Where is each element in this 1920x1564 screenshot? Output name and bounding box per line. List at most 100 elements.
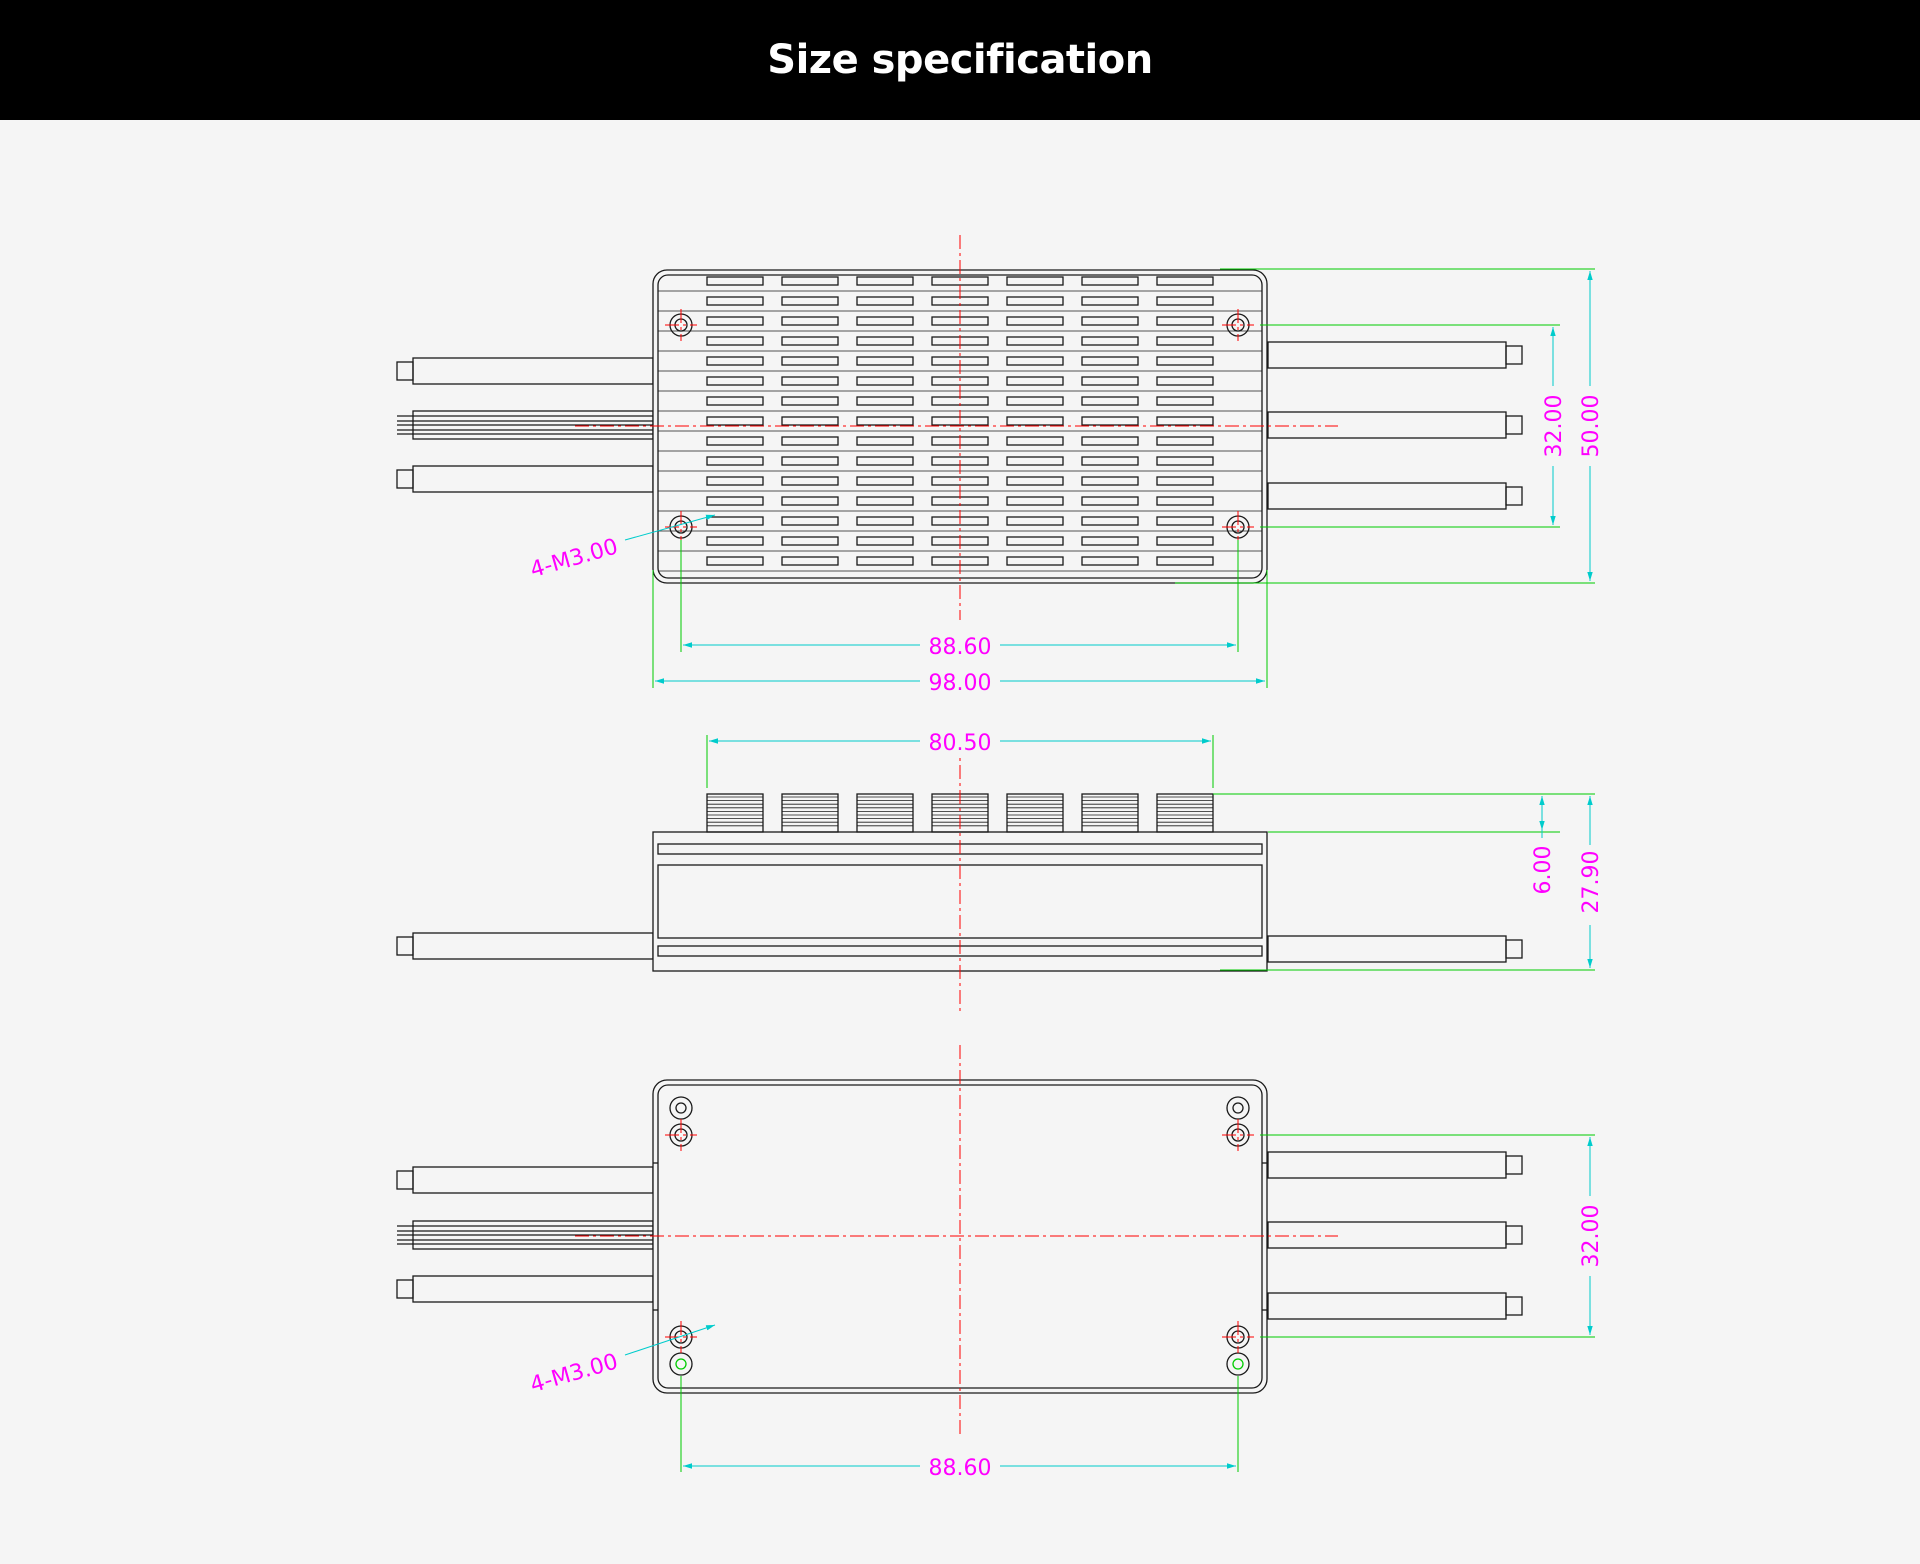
fin-slot: [1006, 316, 1064, 326]
fin-slot: [856, 336, 914, 346]
fin-slot: [781, 436, 839, 446]
top-height-holes-label: 32.00: [1542, 395, 1567, 458]
fin-slot: [1081, 416, 1139, 426]
fin-slot: [706, 316, 764, 326]
fin-slot: [1156, 356, 1214, 366]
top-height-total-label: 50.00: [1579, 395, 1604, 458]
header-bar: Size specification: [0, 0, 1920, 120]
fin-slot: [1081, 516, 1139, 526]
fin-slot: [1081, 556, 1139, 566]
fin-slot: [706, 296, 764, 306]
fin-slot: [1081, 296, 1139, 306]
top-hole-note: 4-M3.00: [528, 534, 621, 583]
fin-slot: [1081, 336, 1139, 346]
fin-slot: [856, 496, 914, 506]
top-view-centerlines: [575, 235, 1338, 620]
fin-slot: [856, 436, 914, 446]
fin-slot: [706, 356, 764, 366]
fin-slot: [706, 336, 764, 346]
fin-slot: [706, 496, 764, 506]
fin-slot: [1156, 536, 1214, 546]
top-width-total-label: 98.00: [929, 671, 992, 696]
fin-slot: [1006, 376, 1064, 386]
fin-slot: [1156, 556, 1214, 566]
fin-slot: [781, 316, 839, 326]
fin-slot: [1006, 296, 1064, 306]
fin-slot: [1006, 556, 1064, 566]
fin-slot: [1156, 276, 1214, 286]
fin-slot: [781, 416, 839, 426]
fin-slot: [856, 356, 914, 366]
fin-slot: [1006, 516, 1064, 526]
fin-slot: [706, 376, 764, 386]
bottom-view-centerlines: [575, 1045, 1338, 1435]
fin-slot: [781, 396, 839, 406]
fin-slot: [1006, 336, 1064, 346]
fin-slot: [1156, 296, 1214, 306]
fin-slot: [706, 436, 764, 446]
bottom-view-extension-lines: [680, 1134, 1595, 1472]
fin-slot: [1006, 456, 1064, 466]
fin-slot: [781, 296, 839, 306]
fin-slot: [1156, 376, 1214, 386]
fin-slot: [1081, 536, 1139, 546]
fin-slot: [856, 536, 914, 546]
top-view-wires-left: [396, 357, 654, 493]
fin-slot: [1006, 536, 1064, 546]
fin-slot: [1081, 376, 1139, 386]
fin-slot: [706, 396, 764, 406]
fin-slot: [781, 356, 839, 366]
fin-slot: [1081, 456, 1139, 466]
fin-slot: [1006, 416, 1064, 426]
fin-slot: [856, 456, 914, 466]
fin-slot: [706, 276, 764, 286]
fin-slot: [1081, 436, 1139, 446]
fin-slot: [1156, 336, 1214, 346]
fin-slot: [781, 456, 839, 466]
top-view-fins: [658, 276, 1262, 572]
fin-slot: [1006, 356, 1064, 366]
side-fin-width-label: 80.50: [929, 731, 992, 756]
side-fin-height-label: 6.00: [1531, 846, 1556, 895]
fin-slot: [856, 476, 914, 486]
fin-slot: [706, 516, 764, 526]
bottom-height-holes-label: 32.00: [1579, 1205, 1604, 1268]
top-view-wires-right: [1267, 341, 1523, 510]
fin-slot: [781, 536, 839, 546]
fin-slot: [706, 456, 764, 466]
fin-slot: [1081, 316, 1139, 326]
fin-slot: [1156, 316, 1214, 326]
fin-slot: [856, 276, 914, 286]
fin-block: [1156, 793, 1214, 833]
fin-slot: [1081, 396, 1139, 406]
fin-slot: [706, 476, 764, 486]
fin-slot: [1081, 276, 1139, 286]
fin-slot: [781, 496, 839, 506]
fin-slot: [1006, 496, 1064, 506]
fin-slot: [781, 476, 839, 486]
side-total-height-label: 27.90: [1579, 851, 1604, 914]
fin-slot: [706, 536, 764, 546]
fin-slot: [781, 516, 839, 526]
fin-slot: [781, 376, 839, 386]
fin-slot: [856, 396, 914, 406]
fin-slot: [706, 556, 764, 566]
fin-slot: [1156, 396, 1214, 406]
fin-slot: [856, 416, 914, 426]
bottom-width-holes-label: 88.60: [929, 1456, 992, 1481]
bottom-hole-note: 4-M3.00: [528, 1349, 621, 1398]
fin-slot: [1156, 456, 1214, 466]
fin-slot: [856, 516, 914, 526]
fin-slot: [1006, 276, 1064, 286]
fin-block: [1006, 793, 1064, 833]
fin-block: [856, 793, 914, 833]
fin-slot: [1156, 416, 1214, 426]
fin-slot: [1156, 496, 1214, 506]
fin-block: [781, 793, 839, 833]
fin-slot: [1156, 436, 1214, 446]
fin-slot: [706, 416, 764, 426]
top-width-holes-label: 88.60: [929, 635, 992, 660]
page-title: Size specification: [767, 37, 1153, 83]
fin-slot: [1081, 496, 1139, 506]
fin-slot: [856, 316, 914, 326]
